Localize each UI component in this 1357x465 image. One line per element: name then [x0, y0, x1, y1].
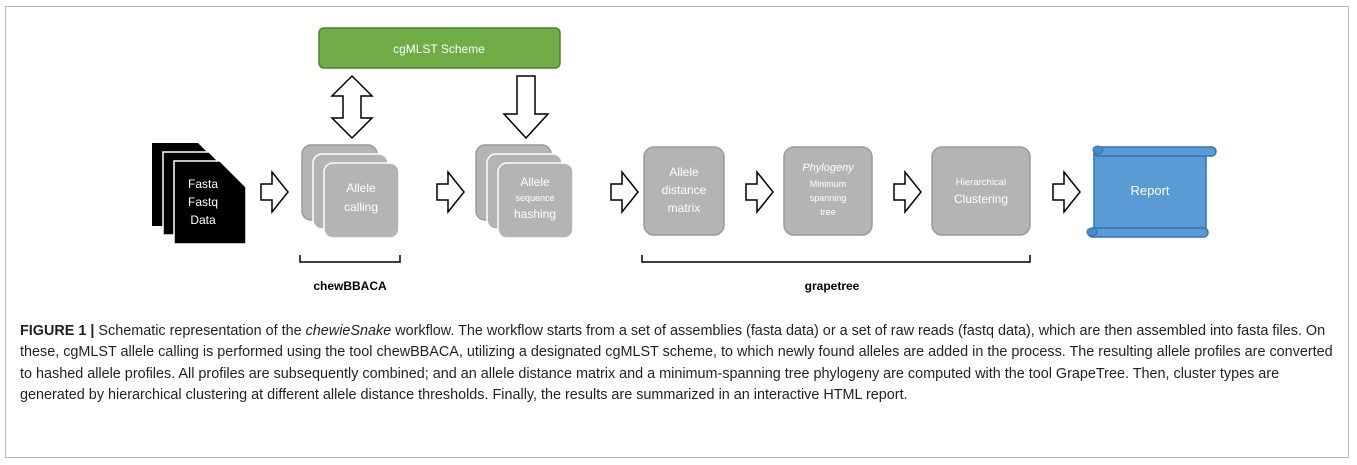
allele-calling-stack: Allele calling — [301, 144, 400, 239]
input-line-3: Data — [190, 213, 216, 227]
phylogeny-line-3: tree — [820, 207, 836, 217]
cgmlst-scheme-label: cgMLST Scheme — [393, 42, 485, 56]
clustering-line-1: Hierarchical — [956, 177, 1006, 188]
report-scroll: Report — [1086, 145, 1217, 238]
input-line-1: Fasta — [188, 177, 218, 191]
flow-arrow-icon — [1052, 169, 1081, 215]
input-files: Fasta Fastq Data — [152, 143, 247, 245]
distance-line-1: Allele — [669, 165, 699, 179]
phylogeny-line-1: Minimum — [810, 179, 847, 189]
distance-line-3: matrix — [668, 201, 701, 215]
allele-calling-line-1: Allele — [346, 181, 376, 195]
hashing-line-2: sequence — [515, 193, 554, 203]
allele-calling-line-2: calling — [344, 200, 378, 214]
hashing-stack: Allele sequence hashing — [475, 144, 574, 239]
grapetree-label: grapetree — [805, 279, 860, 293]
hashing-line-3: hashing — [514, 207, 556, 221]
chewbbaca-label: chewBBACA — [313, 279, 387, 293]
chewbbaca-bracket — [299, 255, 401, 263]
flow-arrow-icon — [893, 169, 922, 215]
distance-line-2: distance — [662, 183, 707, 197]
clustering-box: Hierarchical Clustering — [931, 146, 1031, 236]
report-label: Report — [1130, 183, 1169, 198]
flow-arrow-icon — [610, 169, 639, 215]
double-arrow-icon — [330, 74, 374, 140]
down-arrow-icon — [502, 75, 550, 140]
phylogeny-line-2: spanning — [810, 193, 847, 203]
flow-arrow-icon — [745, 169, 774, 215]
workflow-diagram: Fasta Fastq Data cgMLST Scheme Allele ca… — [152, 27, 1217, 293]
figure-caption: FIGURE 1 | Schematic representation of t… — [20, 321, 1342, 406]
caption-text-1: Schematic representation of the — [94, 323, 306, 339]
figure-label: FIGURE 1 | — [20, 323, 95, 339]
phylogeny-title: Phylogeny — [802, 162, 855, 174]
flow-arrow-icon — [436, 169, 465, 215]
clustering-line-2: Clustering — [954, 192, 1008, 206]
grapetree-bracket — [641, 255, 1031, 263]
input-line-2: Fastq — [188, 195, 218, 209]
figure-frame — [5, 6, 1349, 458]
caption-italic: chewieSnake — [305, 323, 392, 339]
distance-matrix-box: Allele distance matrix — [643, 146, 725, 236]
caption-text-2: workflow. The workflow starts from a set… — [20, 323, 1333, 403]
hashing-line-1: Allele — [520, 175, 550, 189]
cgmlst-scheme-box: cgMLST Scheme — [318, 27, 561, 69]
flow-arrow-icon — [260, 169, 289, 215]
phylogeny-box: Phylogeny Minimum spanning tree — [783, 146, 873, 236]
